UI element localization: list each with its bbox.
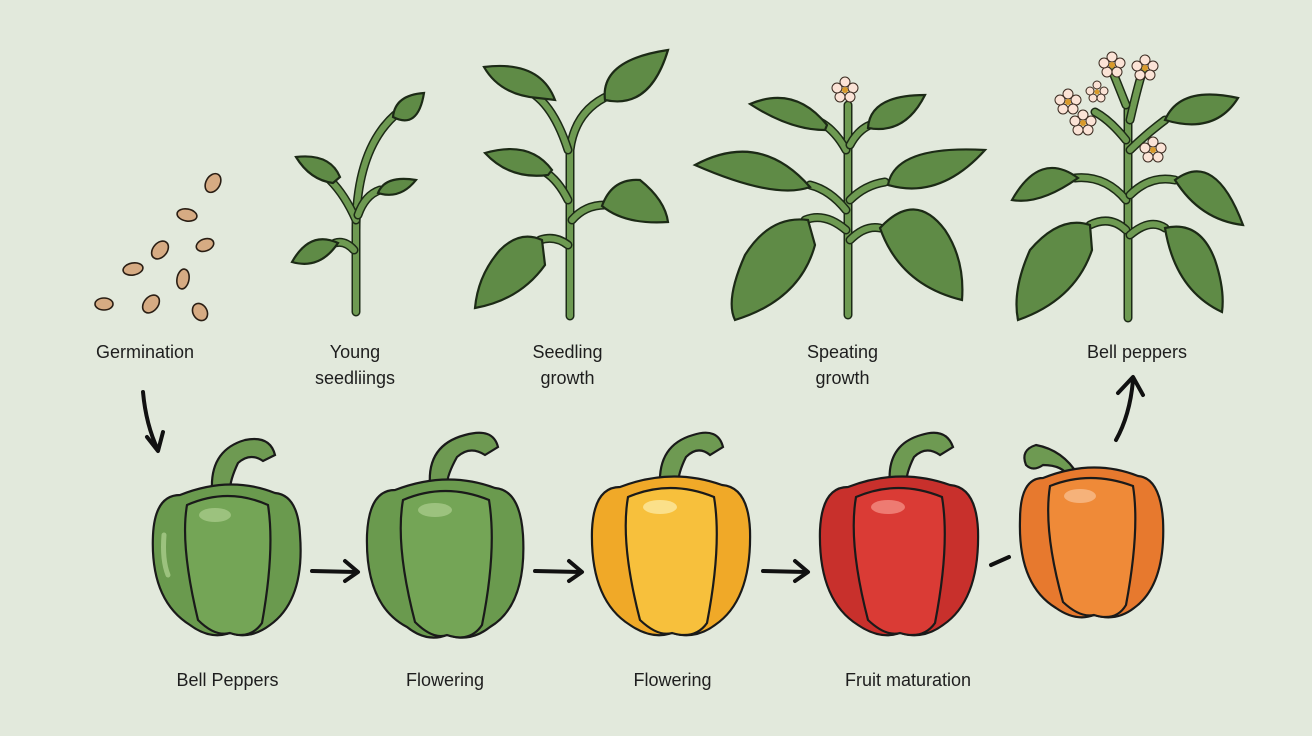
arrow-right-icon [533, 559, 584, 583]
red-pepper-icon [818, 431, 980, 637]
leaf-icon [290, 91, 426, 265]
label-pepper-4: Fruit maturation [844, 670, 972, 690]
label-speating-growth: Speating growth [806, 342, 879, 388]
yellow-pepper-icon [590, 431, 752, 637]
seed-icon [94, 172, 222, 322]
green-pepper-icon [365, 431, 525, 639]
orange-pepper-icon [1018, 443, 1165, 619]
arrow-right-icon [310, 559, 360, 583]
flower-icon [1054, 51, 1167, 163]
label-pepper-3: Flowering [633, 670, 712, 690]
seedling-growth-illustration [473, 48, 670, 321]
label-pepper-1: Bell Peppers [176, 670, 279, 690]
label-young-seedlings: Young seedliings [314, 342, 396, 388]
flowering-plant-illustration [1010, 51, 1245, 323]
label-bell-peppers-top: Bell peppers [1086, 342, 1188, 362]
label-pepper-2: Flowering [405, 670, 485, 690]
young-seedling-illustration [290, 91, 426, 317]
speating-growth-illustration [692, 76, 988, 322]
label-seedling-growth: Seedling growth [532, 342, 603, 388]
leaf-icon [1010, 93, 1245, 322]
dash-connector-icon [989, 555, 1011, 567]
arrow-up-icon [1114, 375, 1145, 442]
flower-icon [831, 76, 859, 103]
seeds-illustration [94, 172, 222, 322]
arrow-right-icon [761, 559, 810, 583]
leaf-icon [692, 93, 988, 322]
green-pepper-icon [151, 437, 302, 637]
label-germination: Germination [95, 342, 195, 362]
arrow-down-icon [141, 390, 165, 453]
leaf-icon [473, 48, 670, 310]
